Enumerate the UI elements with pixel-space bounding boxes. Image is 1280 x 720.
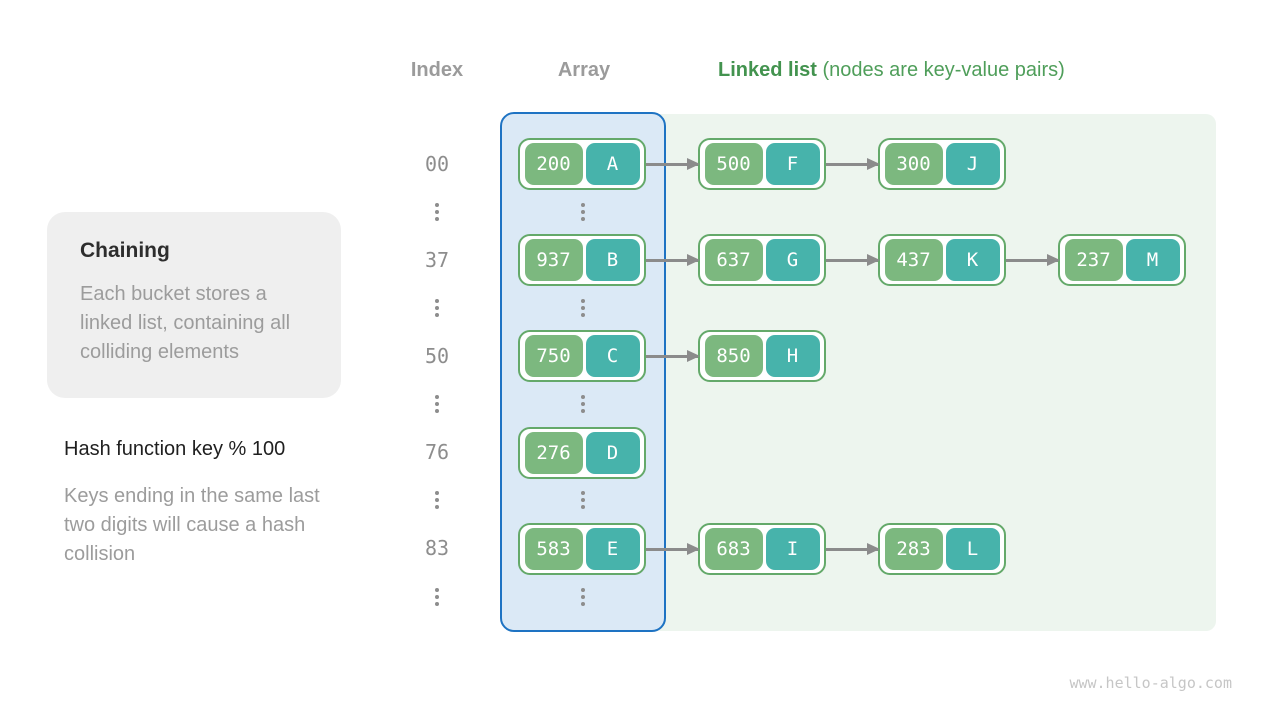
node-value: E bbox=[585, 528, 640, 570]
bucket-row-37: 937 B 637 G 437 K 237 M bbox=[518, 234, 1186, 286]
chaining-info-card: Chaining Each bucket stores a linked lis… bbox=[47, 212, 341, 398]
ellipsis-dots bbox=[435, 299, 439, 317]
site-watermark: www.hello-algo.com bbox=[1069, 674, 1232, 692]
node-key: 500 bbox=[704, 143, 763, 185]
node-value: M bbox=[1125, 239, 1180, 281]
node-value: K bbox=[945, 239, 1000, 281]
node-key: 850 bbox=[704, 335, 763, 377]
node-value: I bbox=[765, 528, 820, 570]
hash-function-title: Hash function key % 100 bbox=[64, 438, 286, 460]
linked-list-column-header: Linked list (nodes are key-value pairs) bbox=[718, 57, 1065, 83]
chaining-info-body: Each bucket stores a linked list, contai… bbox=[80, 283, 291, 363]
pointer-arrow-icon bbox=[646, 547, 698, 551]
array-column-header: Array bbox=[557, 59, 611, 81]
node-key: 283 bbox=[884, 528, 943, 570]
pointer-arrow-icon bbox=[826, 547, 878, 551]
ellipsis-dots bbox=[435, 588, 439, 606]
pointer-arrow-icon bbox=[646, 354, 698, 358]
bucket-row-00: 200 A 500 F 300 J bbox=[518, 138, 1006, 190]
hash-node: 300 J bbox=[878, 138, 1006, 190]
hash-node: 637 G bbox=[698, 234, 826, 286]
hash-node: 276 D bbox=[518, 427, 646, 479]
node-value: L bbox=[945, 528, 1000, 570]
ellipsis-dots bbox=[581, 299, 585, 317]
node-key: 583 bbox=[524, 528, 583, 570]
ellipsis-dots bbox=[435, 491, 439, 509]
pointer-arrow-icon bbox=[826, 258, 878, 262]
node-value: J bbox=[945, 143, 1000, 185]
node-value: F bbox=[765, 143, 820, 185]
hash-node: 200 A bbox=[518, 138, 646, 190]
index-column-header: Index bbox=[410, 59, 464, 81]
ellipsis-dots bbox=[581, 395, 585, 413]
bucket-row-76: 276 D bbox=[518, 427, 646, 479]
chaining-info-title: Chaining bbox=[80, 239, 170, 262]
index-label: 83 bbox=[424, 536, 450, 560]
node-key: 200 bbox=[524, 143, 583, 185]
index-label: 50 bbox=[424, 344, 450, 368]
node-key: 683 bbox=[704, 528, 763, 570]
ellipsis-dots bbox=[581, 203, 585, 221]
node-value: C bbox=[585, 335, 640, 377]
node-value: D bbox=[585, 432, 640, 474]
node-value: B bbox=[585, 239, 640, 281]
hash-node: 850 H bbox=[698, 330, 826, 382]
ellipsis-dots bbox=[435, 203, 439, 221]
hash-node: 583 E bbox=[518, 523, 646, 575]
index-label: 37 bbox=[424, 248, 450, 272]
node-key: 276 bbox=[524, 432, 583, 474]
node-key: 237 bbox=[1064, 239, 1123, 281]
node-key: 300 bbox=[884, 143, 943, 185]
node-value: G bbox=[765, 239, 820, 281]
pointer-arrow-icon bbox=[646, 258, 698, 262]
index-label: 00 bbox=[424, 152, 450, 176]
bucket-row-50: 750 C 850 H bbox=[518, 330, 826, 382]
linked-list-header-note: (nodes are key-value pairs) bbox=[816, 59, 1065, 81]
pointer-arrow-icon bbox=[826, 162, 878, 166]
node-value: H bbox=[765, 335, 820, 377]
ellipsis-dots bbox=[581, 491, 585, 509]
pointer-arrow-icon bbox=[646, 162, 698, 166]
ellipsis-dots bbox=[435, 395, 439, 413]
node-key: 437 bbox=[884, 239, 943, 281]
hash-node: 437 K bbox=[878, 234, 1006, 286]
node-key: 637 bbox=[704, 239, 763, 281]
hash-node: 500 F bbox=[698, 138, 826, 190]
node-key: 937 bbox=[524, 239, 583, 281]
pointer-arrow-icon bbox=[1006, 258, 1058, 262]
hash-node: 937 B bbox=[518, 234, 646, 286]
node-value: A bbox=[585, 143, 640, 185]
linked-list-header-bold: Linked list bbox=[718, 59, 817, 81]
node-key: 750 bbox=[524, 335, 583, 377]
hash-node: 237 M bbox=[1058, 234, 1186, 286]
index-label: 76 bbox=[424, 440, 450, 464]
ellipsis-dots bbox=[581, 588, 585, 606]
hash-function-body: Keys ending in the same last two digits … bbox=[64, 485, 320, 565]
bucket-row-83: 583 E 683 I 283 L bbox=[518, 523, 1006, 575]
hash-node: 750 C bbox=[518, 330, 646, 382]
hash-node: 683 I bbox=[698, 523, 826, 575]
hash-node: 283 L bbox=[878, 523, 1006, 575]
